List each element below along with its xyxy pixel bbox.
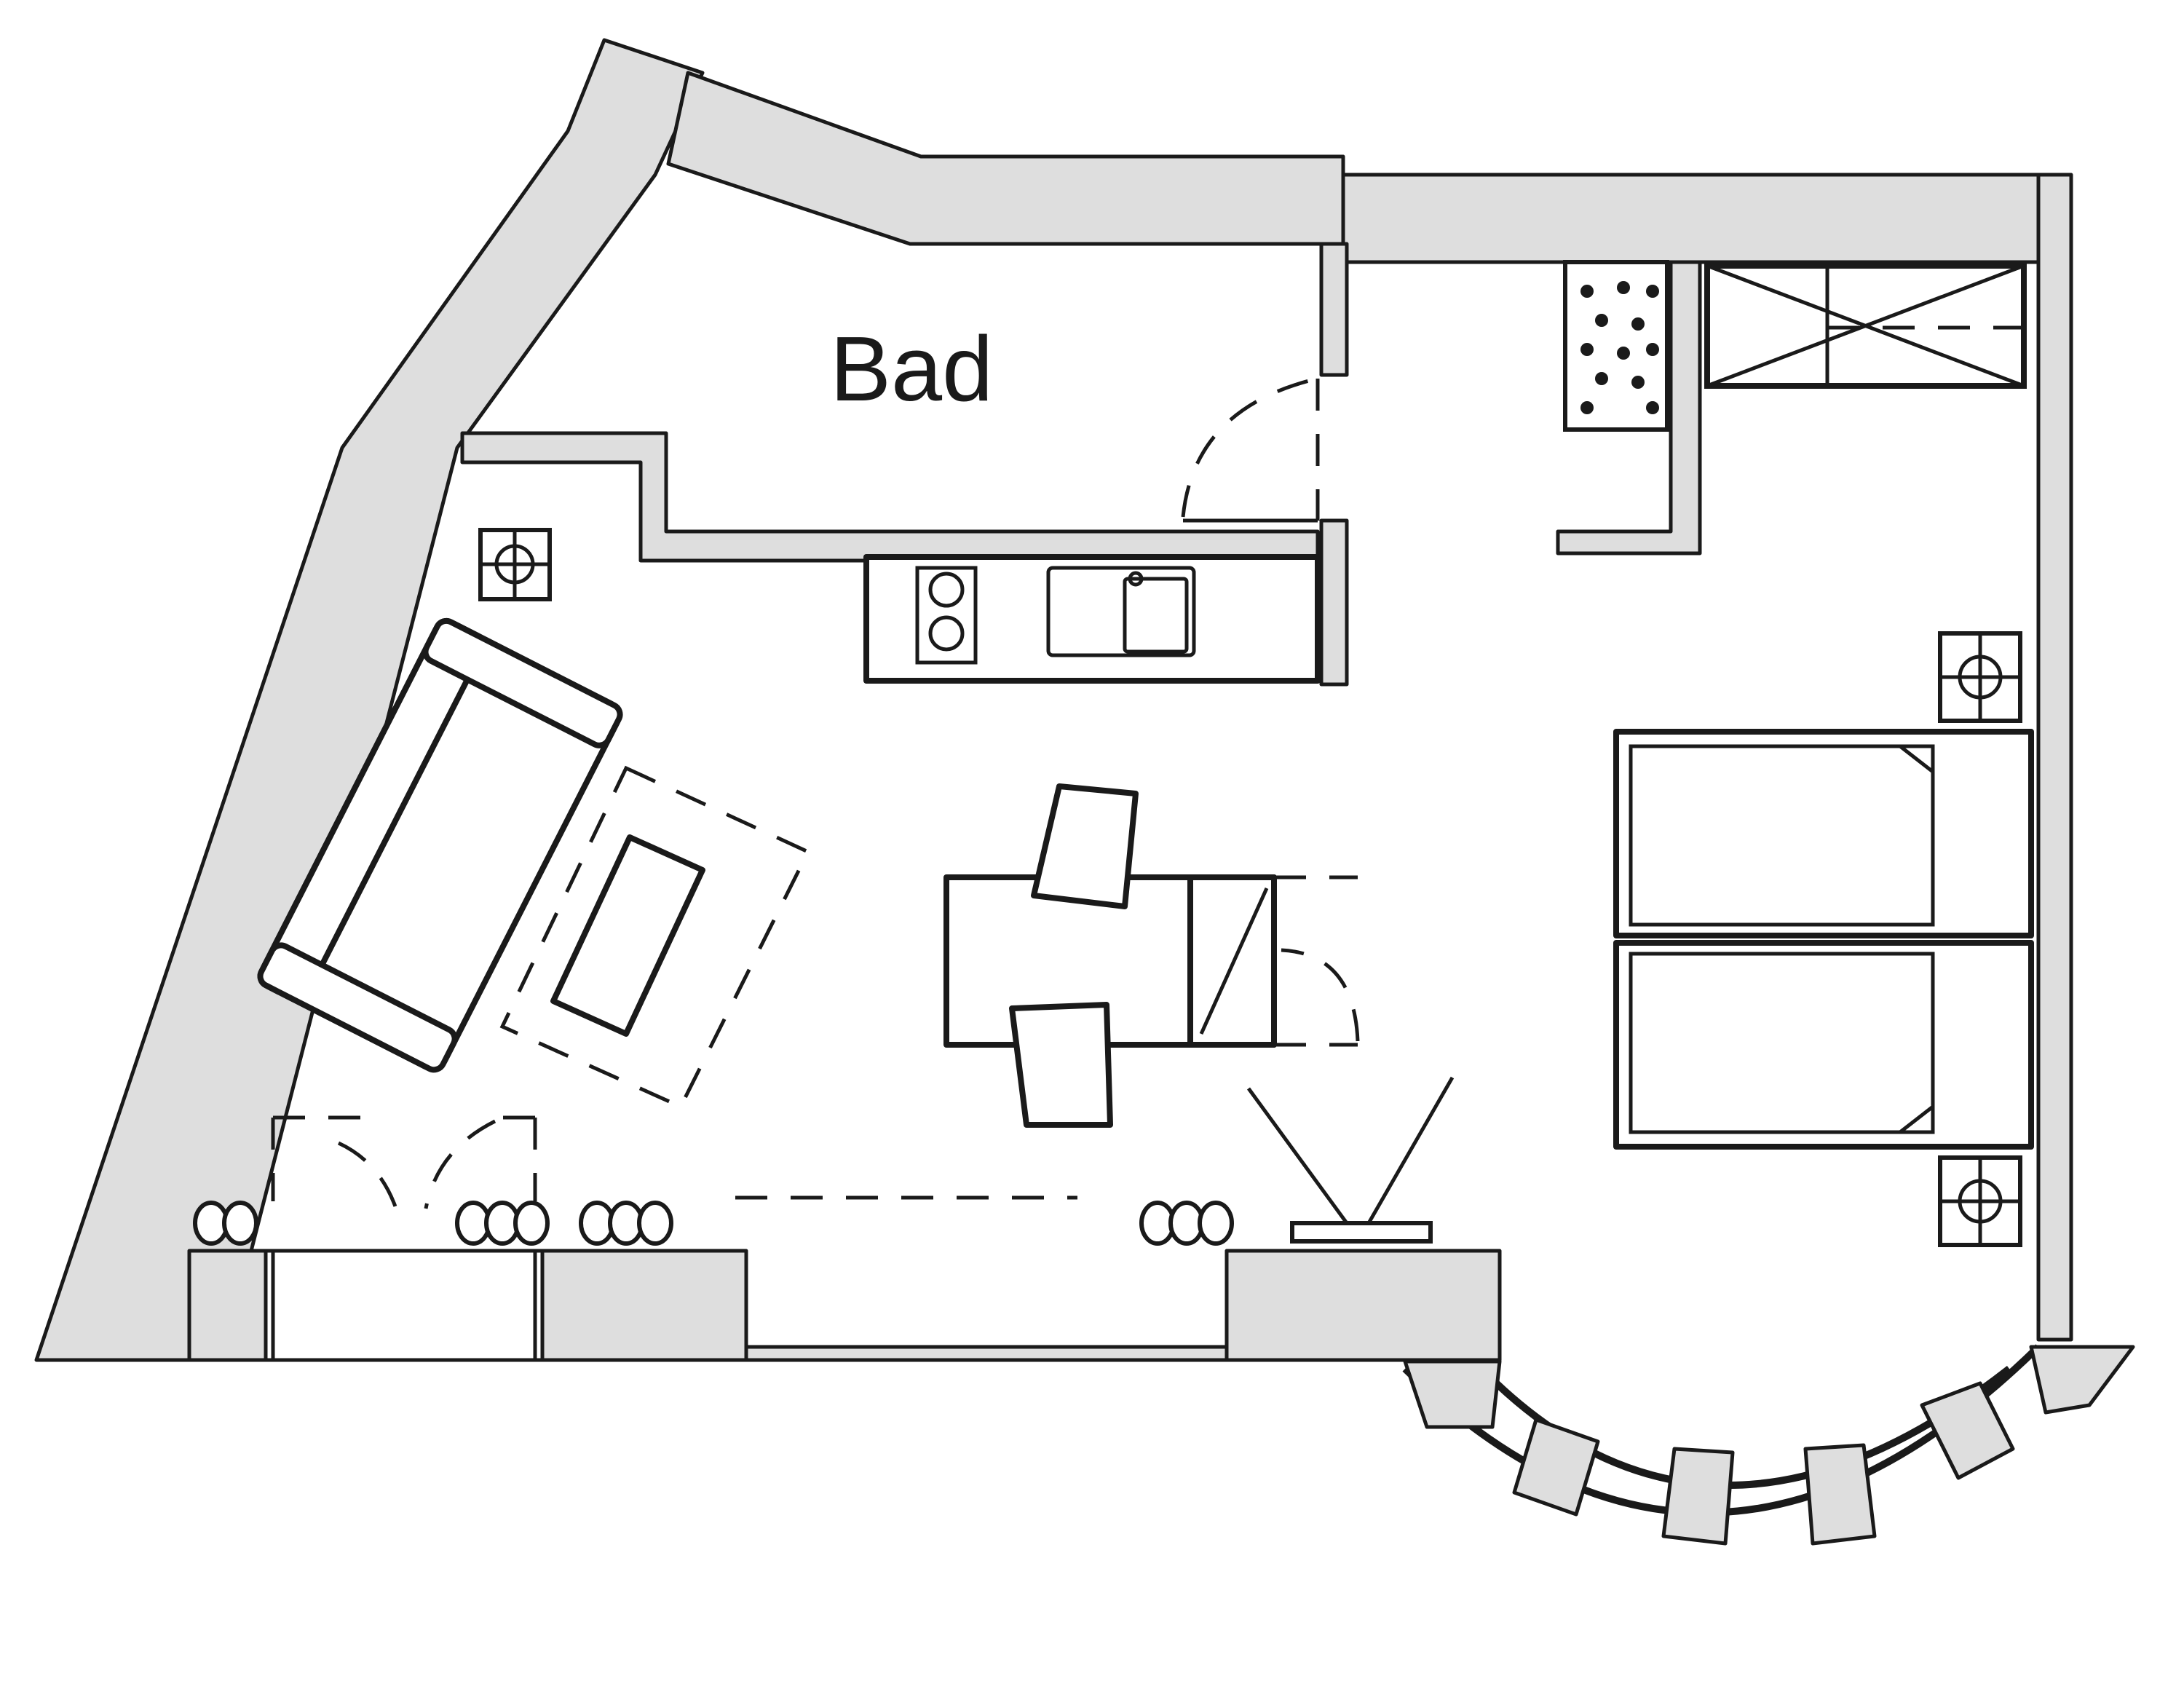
lamp-icon — [478, 528, 552, 601]
bath-door-jamb-top — [1319, 242, 1349, 377]
coffee-table — [550, 834, 705, 1037]
balcony-door-opening — [264, 1249, 545, 1362]
rug — [499, 765, 811, 1110]
balcony-door-swings — [271, 1115, 1077, 1224]
kitchen-counter — [863, 554, 1321, 684]
radiator-icon — [455, 1201, 550, 1246]
radiator-icon — [1139, 1201, 1234, 1246]
closet-storage — [1563, 260, 1669, 432]
room-label-bad: Bad — [830, 317, 993, 420]
chair — [1031, 783, 1139, 909]
bath-partition-wall — [460, 431, 1320, 563]
right-exterior-wall — [2036, 173, 2073, 1342]
bed — [1613, 940, 2034, 1150]
lamp-icon — [1938, 631, 2022, 723]
top-wall-bath — [666, 71, 1345, 246]
tv-icon — [1246, 1076, 1455, 1244]
sofa — [257, 617, 623, 1073]
bottom-wall-middle — [744, 1345, 1229, 1362]
bottom-wall-right — [1224, 1249, 1502, 1362]
closet-wall — [1556, 260, 1702, 556]
bed — [1613, 729, 2034, 938]
radiator-icon — [579, 1201, 673, 1246]
top-wall-right — [1341, 173, 2041, 264]
wardrobe — [1704, 263, 2027, 389]
bath-door — [1181, 376, 1320, 523]
bath-door-jamb-bottom — [1319, 518, 1349, 687]
radiator-icon — [193, 1201, 258, 1246]
walls — [34, 38, 2073, 1362]
table-door — [1274, 875, 1360, 1047]
lamp-icon — [1938, 1155, 2022, 1247]
bay-window — [1402, 1344, 2135, 1546]
chair — [1009, 1002, 1113, 1128]
